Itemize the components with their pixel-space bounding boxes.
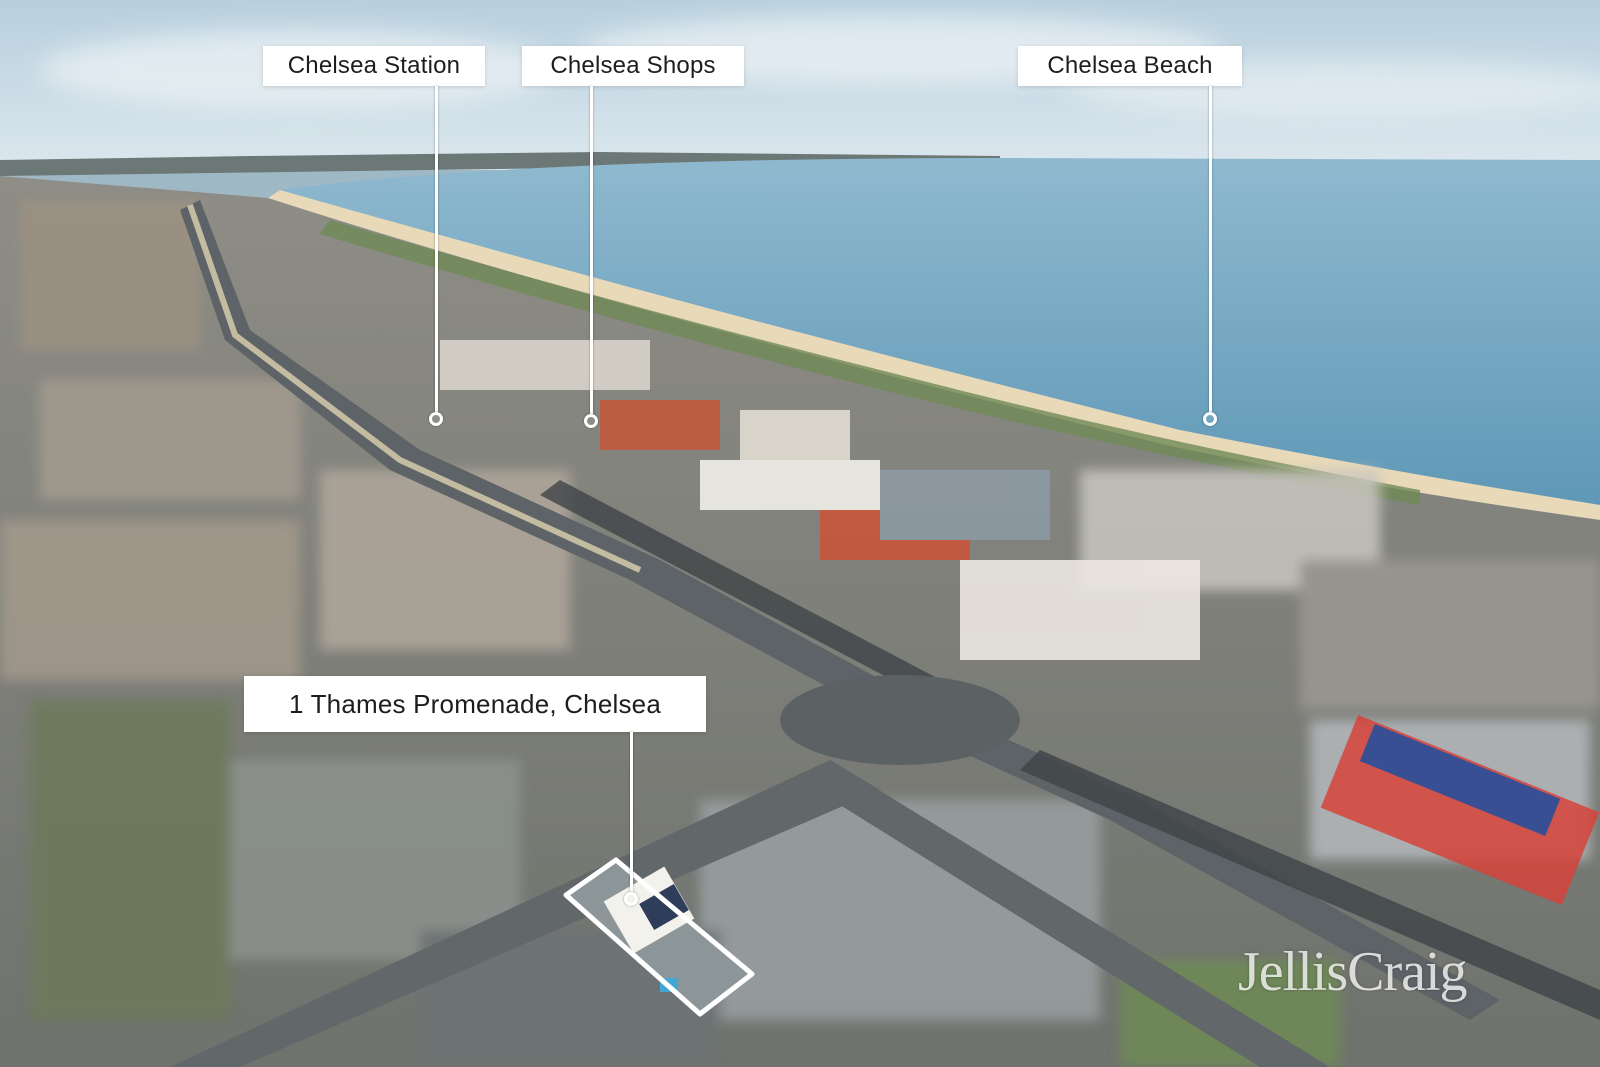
callout-chelsea-beach: Chelsea Beach xyxy=(1018,46,1242,86)
pin-property xyxy=(624,892,638,906)
pin-chelsea-shops xyxy=(584,414,598,428)
pin-chelsea-beach xyxy=(1203,412,1217,426)
leader-line-chelsea-shops xyxy=(590,86,593,414)
leader-line-property xyxy=(630,732,633,892)
callout-chelsea-station: Chelsea Station xyxy=(263,46,485,86)
callout-property-address: 1 Thames Promenade, Chelsea xyxy=(244,676,706,732)
agency-watermark: JellisCraig xyxy=(1238,941,1468,1003)
callout-chelsea-shops: Chelsea Shops xyxy=(522,46,744,86)
leader-line-chelsea-station xyxy=(435,86,438,412)
pin-chelsea-station xyxy=(429,412,443,426)
leader-line-chelsea-beach xyxy=(1209,86,1212,412)
